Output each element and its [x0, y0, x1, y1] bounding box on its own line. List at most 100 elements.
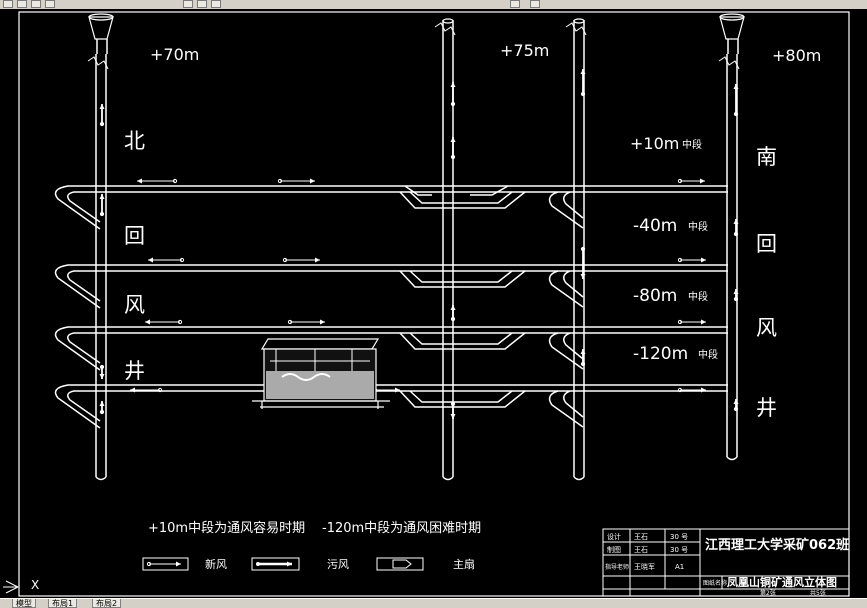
south-shaft-char-2: 回	[756, 232, 777, 256]
airflow-arrow	[677, 319, 706, 325]
caption-easy-period: +10m中段为通风容易时期	[148, 520, 305, 536]
ventilation-network	[54, 185, 728, 429]
airflow-arrow	[99, 194, 105, 217]
north-shaft-char-3: 风	[124, 293, 145, 317]
svg-text:中段: 中段	[688, 290, 708, 303]
airflow-arrow	[733, 399, 739, 412]
svg-text:-120m: -120m	[633, 344, 688, 364]
middle-shaft-1	[434, 18, 456, 481]
bypass-4	[399, 390, 526, 408]
north-shaft-char-2: 回	[124, 224, 145, 248]
airflow-arrow	[450, 137, 456, 160]
level-label-1: +10m 中段	[630, 134, 702, 153]
svg-text:污风: 污风	[327, 558, 349, 571]
drawing-canvas[interactable]: +70m +75m +80m 北 回 风 井 南 回 风 井 +10m 中段 -…	[0, 9, 867, 598]
svg-text:30 号: 30 号	[670, 546, 688, 554]
right-loop-4	[548, 390, 584, 428]
legend-fresh-air: 新风	[142, 557, 227, 571]
svg-text:设计: 设计	[607, 532, 621, 541]
svg-text:新风: 新风	[205, 557, 227, 571]
middle-shaft-label: +75m	[500, 41, 549, 60]
legend-main-fan: 主扇	[376, 557, 475, 571]
bypass-1	[399, 191, 526, 209]
airflow-arrow	[137, 178, 178, 184]
left-loop-4	[54, 384, 110, 429]
airflow-arrow	[148, 257, 185, 263]
left-loop-1	[54, 185, 110, 230]
print-icon[interactable]	[31, 0, 41, 8]
legend-dirty-air: 污风	[251, 557, 349, 571]
airflow-arrow	[580, 349, 586, 367]
match-icon[interactable]	[211, 0, 221, 8]
airflow-arrow	[282, 257, 320, 263]
south-shaft	[718, 54, 740, 461]
caption-hard-period: -120m中段为通风困难时期	[322, 521, 481, 536]
south-shaft-char-1: 南	[756, 145, 777, 169]
bypass-3	[399, 332, 526, 350]
fan-room-block	[252, 338, 390, 409]
ucs-icon: X	[3, 578, 39, 594]
airflow-arrow	[677, 387, 706, 393]
airflow-arrow	[580, 246, 586, 279]
right-shaft-label: +80m	[772, 46, 821, 65]
airflow-arrow	[733, 84, 739, 117]
svg-text:A1: A1	[675, 563, 684, 571]
airflow-arrow	[145, 319, 183, 325]
shafts	[87, 13, 745, 481]
right-loop-3	[548, 332, 584, 370]
airflow-arrow	[677, 178, 705, 184]
airflow-arrow	[450, 305, 456, 322]
svg-text:王晓军: 王晓军	[634, 562, 655, 571]
svg-text:王石: 王石	[634, 533, 648, 541]
help-icon[interactable]	[530, 0, 540, 8]
south-shaft-collar	[719, 13, 745, 54]
undo-icon[interactable]	[510, 0, 520, 8]
left-loop-3	[54, 326, 110, 371]
main-fan-room	[252, 338, 390, 409]
level-label-3: -80m 中段	[633, 286, 708, 306]
svg-text:-40m: -40m	[633, 216, 677, 236]
north-shaft-char-4: 井	[124, 359, 145, 383]
level-label-2: -40m 中段	[633, 216, 708, 236]
color-icon[interactable]	[197, 0, 207, 8]
airflow-arrow	[277, 178, 315, 184]
save-icon[interactable]	[17, 0, 27, 8]
svg-text:中段: 中段	[698, 348, 718, 361]
right-loop-1	[548, 191, 584, 229]
airflow-arrow	[99, 401, 105, 415]
level-label-4: -120m 中段	[633, 344, 718, 364]
svg-text:中段: 中段	[682, 138, 702, 151]
svg-text:共5张: 共5张	[810, 589, 826, 597]
airflow-arrow	[733, 289, 739, 302]
airflow-arrow	[450, 82, 456, 107]
svg-text:-80m: -80m	[633, 286, 677, 306]
airflow-arrow	[450, 401, 456, 419]
right-loop-2	[548, 270, 584, 308]
svg-text:+10m: +10m	[630, 134, 679, 153]
south-shaft-char-3: 风	[756, 316, 777, 340]
left-loop-2	[54, 264, 110, 309]
svg-text:制图: 制图	[607, 545, 621, 554]
svg-text:X: X	[31, 578, 39, 592]
bypass-2	[399, 270, 526, 288]
svg-text:第2张: 第2张	[760, 589, 776, 597]
north-shaft-collar	[88, 13, 114, 54]
airflow-arrow	[99, 364, 105, 379]
svg-text:指导老师: 指导老师	[605, 563, 629, 571]
drawing-frame	[18, 11, 850, 597]
snap-icon[interactable]	[45, 0, 55, 8]
svg-text:30 号: 30 号	[670, 533, 688, 541]
airflow-arrow	[130, 387, 163, 393]
left-shaft-label: +70m	[150, 45, 199, 64]
airflow-arrow	[677, 257, 706, 263]
title-block: 设计 王石 30 号 制图 王石 30 号 指导老师 王晓军 A1 江西理工大学…	[602, 528, 850, 597]
south-shaft-char-4: 井	[756, 396, 777, 420]
window-icon[interactable]	[3, 0, 13, 8]
airflow-arrows	[99, 69, 739, 419]
layer-icon[interactable]	[183, 0, 193, 8]
svg-text:江西理工大学采矿062班: 江西理工大学采矿062班	[705, 537, 849, 553]
svg-text:中段: 中段	[688, 220, 708, 233]
airflow-arrow	[733, 219, 739, 237]
north-shaft-char-1: 北	[124, 129, 145, 153]
north-shaft	[87, 54, 109, 481]
